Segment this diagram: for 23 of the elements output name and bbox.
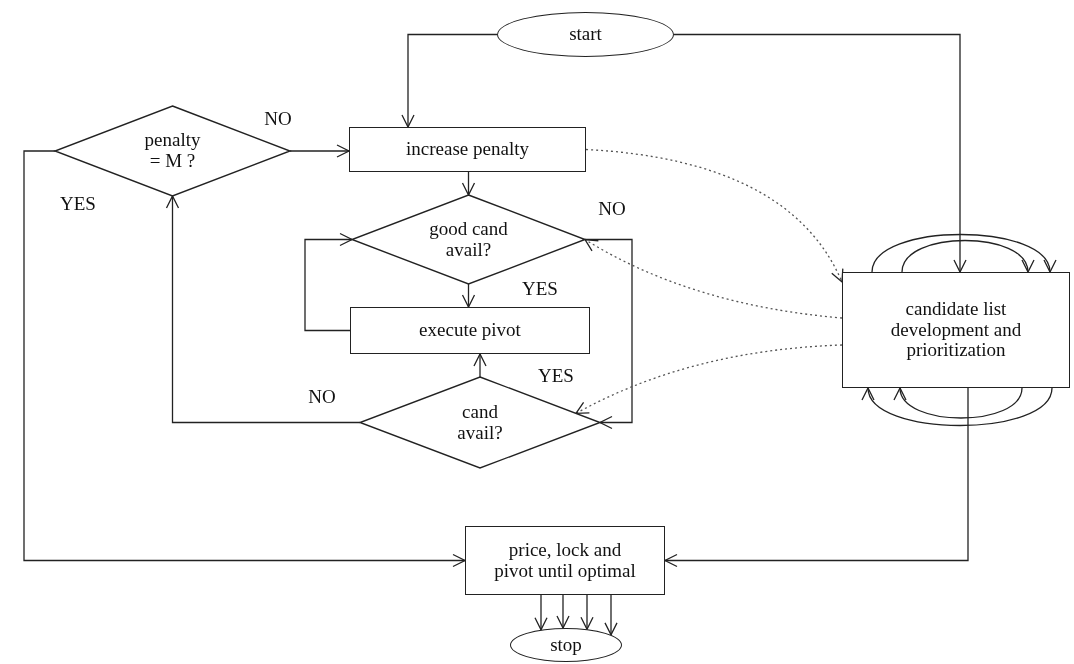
terminal-ellipse: stop — [510, 628, 622, 662]
process-box: execute pivot — [350, 307, 590, 354]
arrow — [461, 283, 476, 308]
loop-arrow — [901, 239, 1032, 273]
process-box: increase penalty — [349, 127, 586, 172]
arrow — [556, 594, 570, 629]
process-box: price, lock and pivot until optimal — [465, 526, 665, 595]
arrow — [165, 195, 361, 424]
arrow — [461, 171, 476, 196]
arrow — [673, 33, 967, 273]
dotted-arrow — [585, 148, 843, 283]
dotted-arrow — [575, 344, 843, 415]
arrow — [664, 387, 969, 568]
arrow — [23, 150, 466, 568]
terminal-ellipse: start — [497, 12, 674, 57]
process-box: candidate list development and prioritization — [842, 272, 1070, 388]
arrow — [473, 353, 487, 378]
arrow — [604, 594, 618, 636]
arrow — [401, 33, 498, 128]
arrow — [304, 232, 353, 332]
arrow — [289, 144, 350, 158]
dotted-arrow — [584, 238, 843, 319]
arrow — [580, 594, 594, 630]
